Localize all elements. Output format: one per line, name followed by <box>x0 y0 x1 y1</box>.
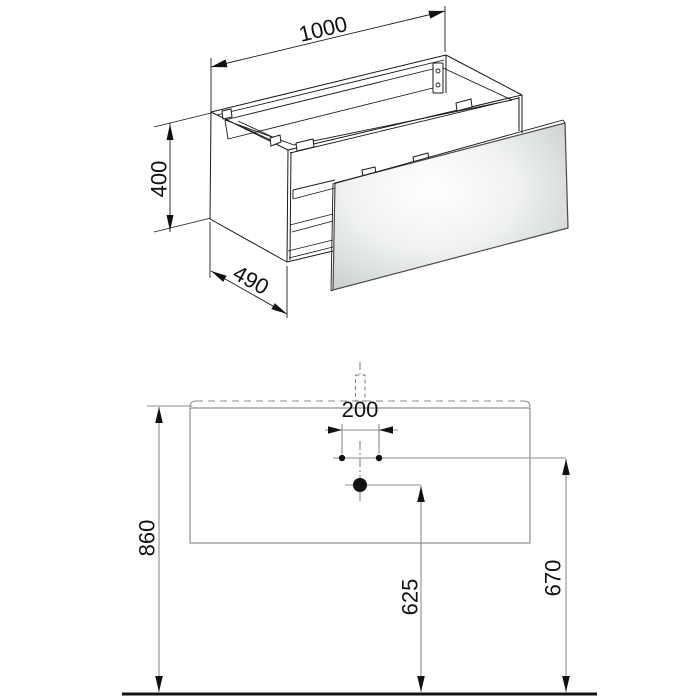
water-supply-pipe <box>355 374 366 402</box>
arrowhead-icon <box>562 459 570 475</box>
isometric-view: 1000 400 490 <box>147 6 569 318</box>
dimension-625-label: 625 <box>398 579 423 616</box>
arrowhead-icon <box>328 426 342 434</box>
drawer-front-panel <box>330 119 569 292</box>
dimension-spacing-label: 200 <box>342 397 379 422</box>
cabinet-front-outline <box>189 407 531 544</box>
slide-fitting <box>269 134 282 147</box>
fixing-hole-icon <box>338 454 346 462</box>
dimension-height-label: 400 <box>147 161 172 198</box>
screw-hole-icon <box>435 68 441 74</box>
dimension-860-label: 860 <box>135 520 160 557</box>
arrowhead-icon <box>211 271 227 282</box>
arrowhead-icon <box>417 486 425 502</box>
fixing-hole-icon <box>375 454 383 462</box>
mounting-bracket-left <box>221 108 233 120</box>
slide-fitting <box>455 98 473 112</box>
extension-line <box>153 217 212 233</box>
dimension-height-400: 400 <box>147 112 212 233</box>
mounting-bracket-right <box>432 62 444 94</box>
panel-edge <box>330 119 566 292</box>
arrowhead-icon <box>428 10 445 19</box>
dimension-height-860: 860 <box>135 405 192 692</box>
arrowhead-icon <box>417 676 425 692</box>
dimension-width-label: 1000 <box>296 11 349 47</box>
dimension-depth-label: 490 <box>229 260 273 300</box>
dimension-height-625: 625 <box>398 486 425 692</box>
carcass-top-rim <box>210 54 523 151</box>
drain-hole-icon <box>353 478 367 492</box>
screw-hole-icon <box>435 82 441 88</box>
arrowhead-icon <box>166 124 174 140</box>
panel-face <box>332 122 569 291</box>
dimension-spacing-200: 200 <box>325 397 398 454</box>
carcass-inner-rim <box>216 59 520 154</box>
installation-view: 200 860 625 670 <box>122 362 597 696</box>
drawer-side-wall <box>292 179 336 200</box>
dimension-670-label: 670 <box>541 560 566 597</box>
rear-hanging-rail <box>224 67 442 140</box>
vanity-carcass <box>209 54 523 263</box>
arrowhead-icon <box>271 303 287 314</box>
dimension-width-1000: 1000 <box>210 6 446 112</box>
dimension-depth-490: 490 <box>209 222 288 318</box>
arrowhead-icon <box>379 426 393 434</box>
arrowhead-icon <box>155 676 163 692</box>
arrowhead-icon <box>155 407 163 423</box>
dimension-height-670: 670 <box>541 459 570 692</box>
drawer-bottom-rails <box>287 213 334 259</box>
arrowhead-icon <box>211 59 228 68</box>
carcass-edges <box>209 55 523 263</box>
arrowhead-icon <box>562 676 570 692</box>
carcass-bottom-edges <box>209 218 334 263</box>
dimension-line <box>210 10 446 68</box>
arrowhead-icon <box>166 215 174 231</box>
extension-line <box>153 112 212 128</box>
slide-fitting <box>295 138 315 152</box>
